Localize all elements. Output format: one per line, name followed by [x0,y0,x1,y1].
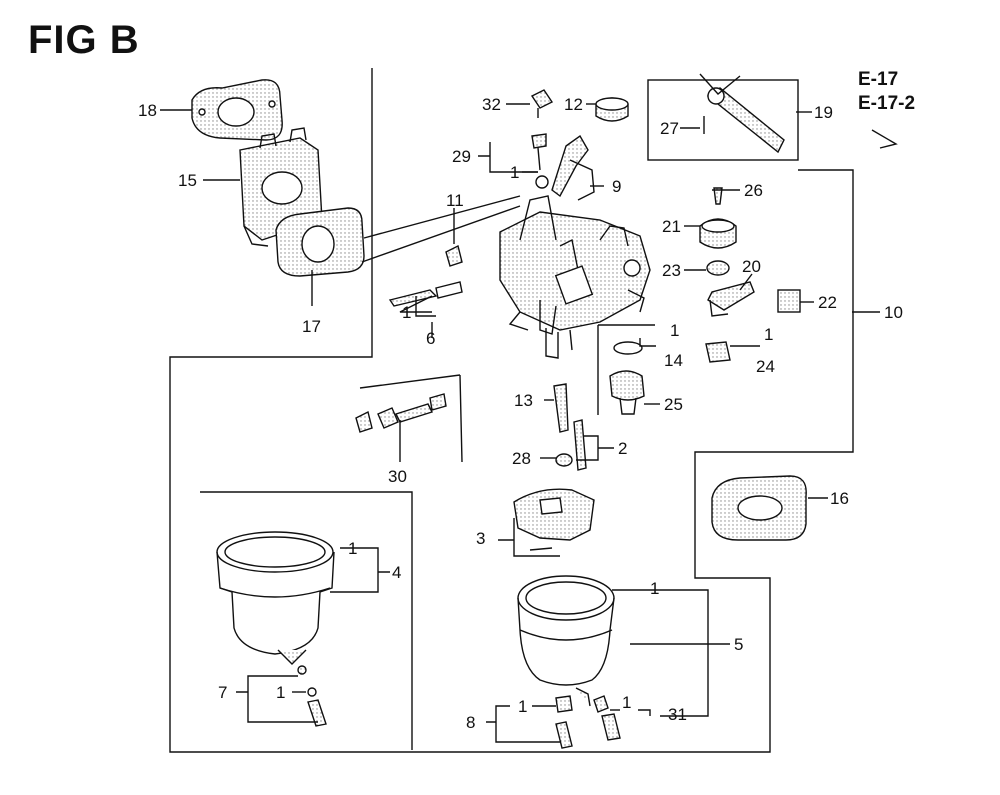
drain-screw-31-drawing [593,695,621,741]
callout-15: 15 [178,171,197,190]
tube-13-drawing [553,383,569,433]
callout-5-qty: 1 [650,579,660,598]
callout-27: 27 [660,119,679,138]
screw-29-drawing [531,133,549,189]
lever-9-drawing [551,134,595,201]
callout-2: 2 [618,439,628,458]
clip-22-drawing [777,289,801,313]
callout-29-qty: 1 [510,163,520,182]
callout-10: 10 [884,303,903,322]
callout-6: 6 [426,329,436,348]
callout-4: 4 [392,563,402,582]
callout-9: 9 [612,177,622,196]
callout-24-qty: 1 [764,325,774,344]
callout-17: 17 [302,317,321,336]
screw-set-30-drawing [355,393,447,433]
lever-20-drawing [707,281,755,317]
screw-26-drawing [713,187,723,205]
callout-20: 20 [742,257,761,276]
nut-24-drawing [705,341,731,363]
detail-box-4 [200,491,413,750]
callout-24: 24 [756,357,775,376]
jet-25-drawing [609,370,645,415]
reference-e17: E-17 [858,69,899,90]
assembly-boundary [169,68,854,753]
screw-32-drawing [530,89,554,118]
callout-23: 23 [662,261,681,280]
reference-arrow [871,129,898,149]
callout-14-qty: 1 [670,321,680,340]
carburetor-body-drawing [499,195,651,359]
callout-5: 5 [734,635,744,654]
float-bowl-5-drawing [517,575,615,707]
callout-22: 22 [818,293,837,312]
callout-7-qty: 1 [276,683,286,702]
screw-6-drawing [388,281,463,313]
callout-16: 16 [830,489,849,508]
callout-3: 3 [476,529,486,548]
float-3-drawing [513,488,595,551]
callout-4-qty: 1 [348,539,358,558]
gasket-18-drawing [191,79,283,141]
callout-30: 30 [388,467,407,486]
callout-12: 12 [564,95,583,114]
callout-19: 19 [814,103,833,122]
reference-e17-2: E-17-2 [858,93,916,114]
figure-title: FIG B [28,18,140,62]
washer-23-drawing [706,260,730,276]
callout-8: 8 [466,713,476,732]
leader-lines [160,103,880,743]
gasket-16-drawing [711,475,807,541]
callout-26: 26 [744,181,763,200]
oring-14-drawing [613,341,643,355]
drain-screw-7-drawing [297,665,327,727]
callout-21: 21 [662,217,681,236]
callout-31: 31 [668,705,687,724]
callout-11: 11 [446,191,464,210]
detail-box-19 [647,79,799,161]
drain-screw-8-drawing [555,695,573,749]
nozzle-2-drawing [573,419,587,471]
lever-19-drawing [699,73,785,154]
callout-32: 32 [482,95,501,114]
callout-28: 28 [512,449,531,468]
callout-18: 18 [138,101,157,120]
callout-8-qty: 1 [518,697,528,716]
callout-7: 7 [218,683,228,702]
float-bowl-4-drawing [216,531,335,665]
screw-11-drawing [445,244,463,267]
callout-29: 29 [452,147,471,166]
callout-31-qty: 1 [622,693,632,712]
detail-box-30 [359,374,463,463]
callout-6-qty: 1 [402,303,412,322]
valve-21-drawing [699,218,737,249]
callout-14: 14 [664,351,683,370]
callout-13: 13 [514,391,533,410]
washer-28-drawing [555,453,573,467]
callout-25: 25 [664,395,683,414]
gasket-17-drawing [275,207,365,277]
cap-12-drawing [595,97,629,122]
detail-box-14 [597,324,655,415]
